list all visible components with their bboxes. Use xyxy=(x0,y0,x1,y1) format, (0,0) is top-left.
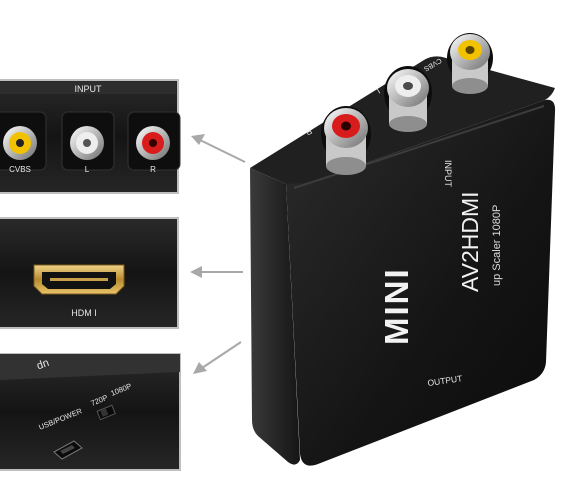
rca-jack-l[interactable] xyxy=(70,126,104,160)
device-jack-l[interactable] xyxy=(384,66,432,132)
resolution-switch[interactable] xyxy=(96,404,116,421)
side-panel: up USB/POWER 720P 1080P xyxy=(0,353,181,471)
device-jack-cvbs[interactable] xyxy=(447,33,493,94)
arrow-hdmi-icon xyxy=(190,266,243,278)
hdmi-panel: HDM I xyxy=(0,217,179,329)
arrow-input-icon xyxy=(191,134,246,163)
device: R L CVBS INPUT MINI AV2HDMI up Scaler 10… xyxy=(250,33,556,466)
device-brand: MINI xyxy=(378,267,415,345)
device-jack-r[interactable] xyxy=(321,106,371,175)
port-label-l: L xyxy=(85,165,90,174)
port-label-r: R xyxy=(150,165,156,174)
side-text-up: up xyxy=(35,357,51,372)
rca-jack-cvbs[interactable] xyxy=(3,126,37,160)
rca-jack-r[interactable] xyxy=(136,126,170,160)
hdmi-port[interactable] xyxy=(33,264,125,295)
device-subtitle: up Scaler 1080P xyxy=(491,205,503,286)
device-output-label: OUTPUT xyxy=(427,373,463,388)
input-panel: INPUT CVBS L R xyxy=(0,79,181,194)
port-label-cvbs: CVBS xyxy=(9,165,31,174)
usb-port[interactable] xyxy=(53,440,83,460)
arrow-side-icon xyxy=(193,341,242,374)
device-label-l: L xyxy=(373,86,382,96)
device-label-r: R xyxy=(304,126,314,137)
arrows xyxy=(190,134,246,374)
input-panel-title: INPUT xyxy=(75,84,103,94)
device-model: AV2HDMI xyxy=(457,191,483,292)
device-input-label: INPUT xyxy=(443,160,453,188)
hdmi-label: HDM I xyxy=(71,308,97,318)
